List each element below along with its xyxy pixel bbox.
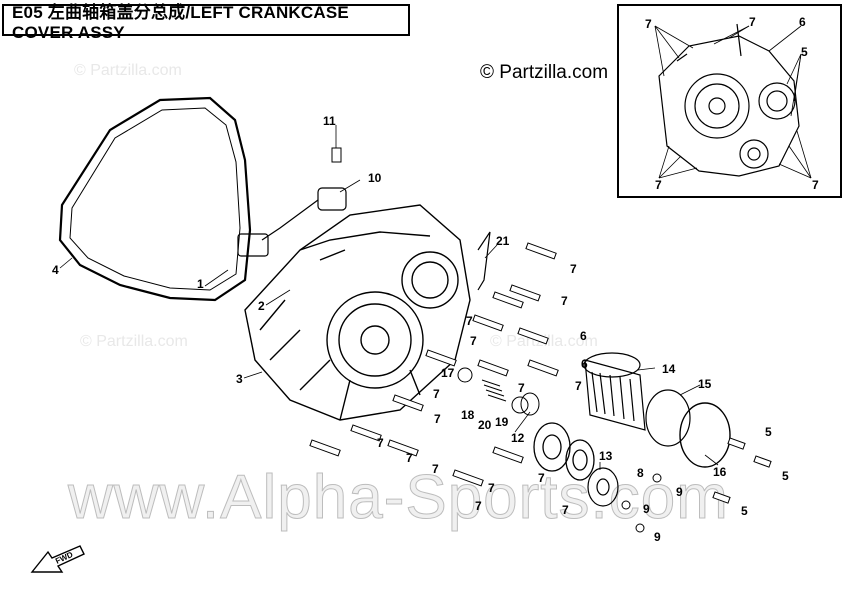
oring-19 [520,392,540,416]
callout-10: 10 [368,171,382,185]
callout-6: 6 [581,357,588,371]
callout-14: 14 [662,362,676,376]
oil-filter [583,352,646,431]
inset-callout: 6 [799,15,806,29]
bolts-5 [712,437,772,504]
watermark-partzilla: © Partzilla.com [74,62,182,79]
crankcase-cover [244,204,471,421]
callout-9: 9 [676,485,683,499]
leader-lines [59,125,719,470]
callout-20: 20 [478,418,492,432]
copyright-text: © Partzilla.com [480,62,609,83]
callout-4: 4 [52,263,59,277]
inset-drawing: 7 7 6 5 7 7 [645,15,819,192]
plate-13 [587,467,619,507]
washers-9 [621,473,662,533]
inset-callout: 7 [812,178,819,192]
callout-7: 7 [518,381,525,395]
callout-7: 7 [433,387,440,401]
callout-7: 7 [377,436,384,450]
callout-7: 7 [562,503,569,517]
inset-callout: 7 [655,178,662,192]
callout-21: 21 [496,234,510,248]
bolt-11 [331,147,342,163]
diagram-title: E05 左曲轴箱盖分总成/LEFT CRANKCASE COVER ASSY [2,3,410,42]
callout-9: 9 [643,502,650,516]
callout-12: 12 [511,431,525,445]
callout-7: 7 [434,412,441,426]
callout-7: 7 [538,471,545,485]
callout-5: 5 [765,425,772,439]
plug-20 [511,396,529,414]
spring-21 [477,231,491,291]
callout-5: 5 [782,469,789,483]
title-text: E05 左曲轴箱盖分总成/LEFT CRANKCASE COVER ASSY [12,2,349,42]
bearing-12 [533,422,571,472]
bolts-7 [309,242,559,487]
callout-7: 7 [432,462,439,476]
callout-7: 7 [570,262,577,276]
callout-17: 17 [441,366,455,380]
inset-callout: 7 [749,15,756,29]
callout-7: 7 [561,294,568,308]
fwd-arrow-icon: FWD [30,545,85,573]
callout-7: 7 [406,451,413,465]
callout-19: 19 [495,415,509,429]
callout-13: 13 [599,449,613,463]
watermark-alpha-sports: www.Alpha-Sports.com [68,463,729,533]
spring-18 [481,379,507,402]
callout-16: 16 [713,465,727,479]
callout-3: 3 [236,372,243,386]
callout-9: 9 [654,530,661,544]
oil-seal [565,439,595,481]
callout-18: 18 [461,408,475,422]
callout-7: 7 [575,379,582,393]
callout-15: 15 [698,377,712,391]
inset-callout: 5 [801,45,808,59]
callout-7: 7 [488,481,495,495]
gasket-outline [58,96,252,302]
sensor-assembly [237,187,347,257]
watermark-partzilla: © Partzilla.com [80,333,188,350]
callout-7: 7 [475,499,482,513]
gasket-inner [69,107,241,291]
callout-1: 1 [197,277,204,291]
inset-callout: 7 [645,17,652,31]
callout-7: 7 [470,334,477,348]
callout-5: 5 [741,504,748,518]
inset-view: 7 7 6 5 7 7 [617,4,842,198]
callout-7: 7 [466,314,473,328]
callout-8: 8 [637,466,644,480]
callout-6: 6 [580,329,587,343]
callout-2: 2 [258,299,265,313]
ball-17 [457,367,473,383]
callout-11: 11 [323,114,336,128]
filter-cap-16 [679,402,731,468]
o-ring-15 [645,389,691,447]
